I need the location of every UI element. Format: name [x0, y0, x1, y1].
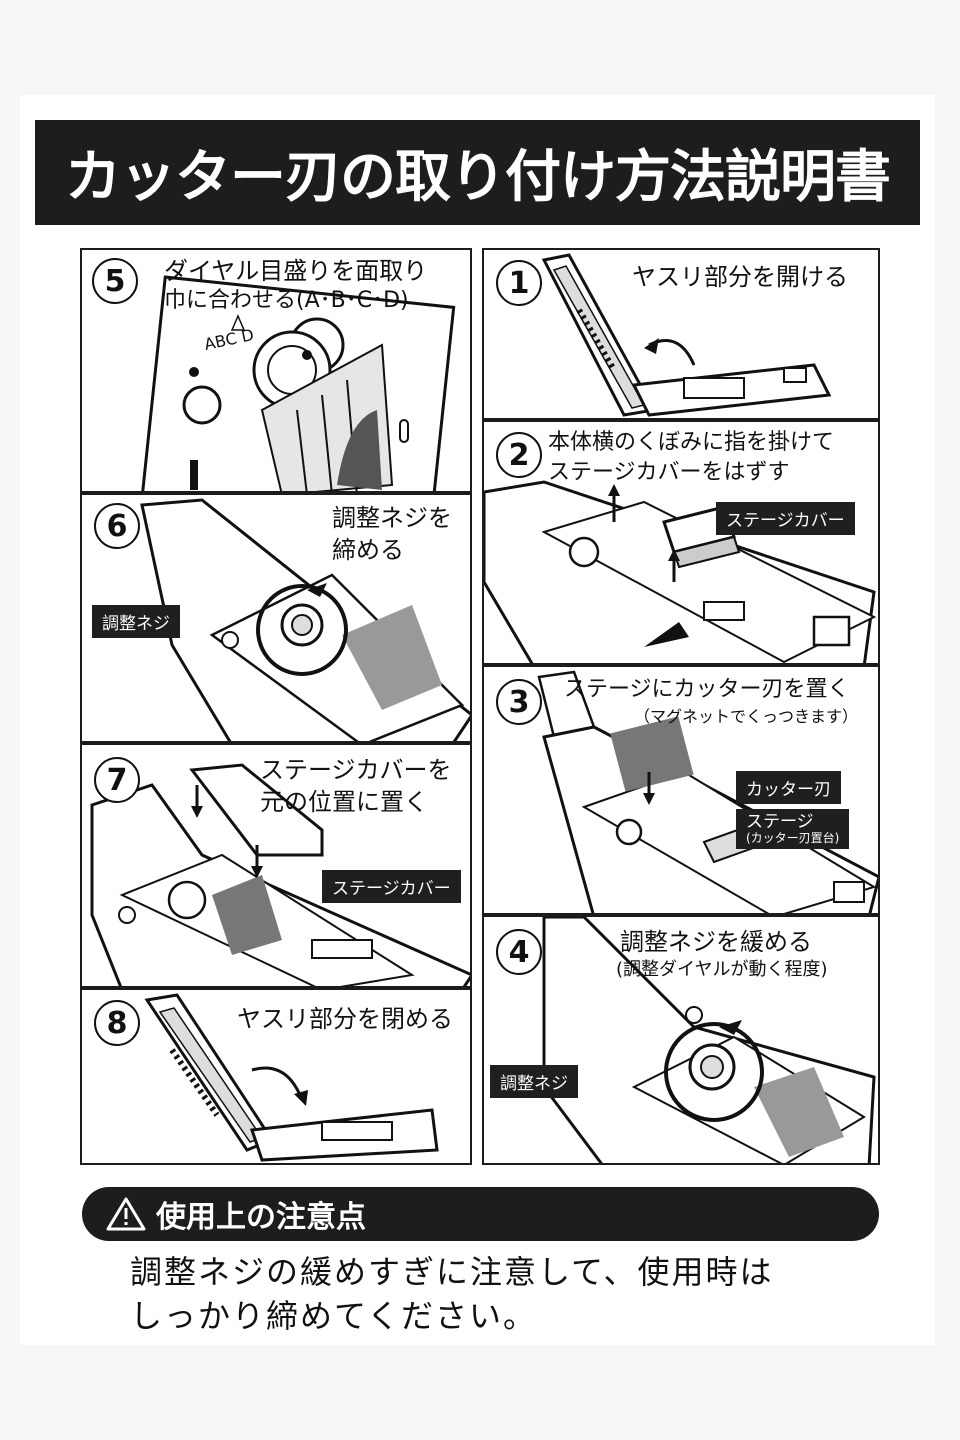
step-3-panel: 3 ステージにカッター刃を置く （マグネットでくっつきます） カッター刃 ステー… — [482, 665, 880, 915]
step-3-caption-1: ステージにカッター刃を置く — [564, 677, 850, 702]
step-4-label-adjust-screw: 調整ネジ — [490, 1065, 578, 1098]
step-4-caption-2: (調整ダイヤルが動く程度) — [616, 959, 828, 980]
warning-heading: 使用上の注意点 — [156, 1200, 366, 1235]
step-5-number: 5 — [92, 258, 138, 304]
title-bar: カッター刃の取り付け方法説明書 — [35, 120, 920, 225]
step-2-caption-2: ステージカバーをはずす — [548, 460, 790, 485]
step-3-label-stage-sub: (カッター刃置台) — [746, 831, 840, 845]
step-6-label-adjust-screw: 調整ネジ — [92, 605, 180, 638]
step-8-caption: ヤスリ部分を閉める — [237, 1005, 453, 1033]
step-3-illustration — [537, 670, 878, 913]
step-2-number: 2 — [496, 432, 542, 478]
step-1-number: 1 — [496, 260, 542, 306]
step-3-label-blade: カッター刃 — [736, 771, 841, 804]
warning-triangle-icon — [106, 1197, 146, 1231]
warning-heading-bar: 使用上の注意点 — [82, 1187, 879, 1241]
warning-note: 調整ネジの緩めすぎに注意して、使用時は しっかり締めてください。 — [130, 1250, 773, 1338]
step-2-caption-1: 本体横のくぼみに指を掛けて — [548, 430, 835, 455]
step-7-caption-1: ステージカバーを — [260, 756, 452, 784]
step-4-number: 4 — [496, 929, 542, 975]
step-1-illustration — [541, 253, 832, 417]
step-6-illustration — [140, 498, 470, 741]
step-3-label-stage: ステージ (カッター刃置台) — [736, 809, 850, 849]
step-6-caption-1: 調整ネジを — [332, 504, 452, 532]
step-5-illustration — [138, 275, 456, 491]
step-3-caption-2: （マグネットでくっつきます） — [634, 707, 859, 726]
step-5-caption-1: ダイヤル目盛りを面取り — [164, 257, 428, 285]
step-8-illustration — [144, 993, 439, 1162]
step-6-number: 6 — [94, 503, 140, 549]
step-3-number: 3 — [496, 679, 542, 725]
step-7-label-stage-cover: ステージカバー — [322, 870, 461, 903]
step-1-panel: 1 ヤスリ部分を開ける — [482, 248, 880, 420]
step-2-panel: 2 本体横のくぼみに指を掛けて ステージカバーをはずす ステージカバー — [482, 420, 880, 665]
step-7-illustration — [90, 763, 470, 986]
step-3-label-stage-main: ステージ — [746, 812, 814, 832]
step-4-illustration — [542, 917, 876, 1163]
step-2-label-stage-cover: ステージカバー — [716, 502, 855, 535]
step-6-caption-2: 締める — [332, 536, 404, 564]
step-5-caption-2: 巾に合わせる(A･B･C･D) — [164, 288, 409, 313]
step-7-number: 7 — [94, 757, 140, 803]
step-7-caption-2: 元の位置に置く — [260, 788, 428, 816]
step-8-number: 8 — [94, 1000, 140, 1046]
step-1-caption: ヤスリ部分を開ける — [632, 263, 848, 291]
step-5-panel: 5 ダイヤル目盛りを面取り 巾に合わせる(A･B･C･D) ABC D — [80, 248, 472, 493]
step-6-panel: 6 調整ネジを 締める 調整ネジ — [80, 493, 472, 743]
page-title: カッター刃の取り付け方法説明書 — [65, 145, 891, 210]
step-8-panel: 8 ヤスリ部分を閉める — [80, 988, 472, 1165]
warning-note-line-2: しっかり締めてください。 — [130, 1297, 538, 1335]
step-4-caption-1: 調整ネジを緩める — [620, 928, 812, 956]
step-4-panel: 4 調整ネジを緩める (調整ダイヤルが動く程度) 調整ネジ — [482, 915, 880, 1165]
warning-note-line-1: 調整ネジの緩めすぎに注意して、使用時は — [130, 1253, 774, 1291]
step-7-panel: 7 ステージカバーを 元の位置に置く ステージカバー — [80, 743, 472, 988]
